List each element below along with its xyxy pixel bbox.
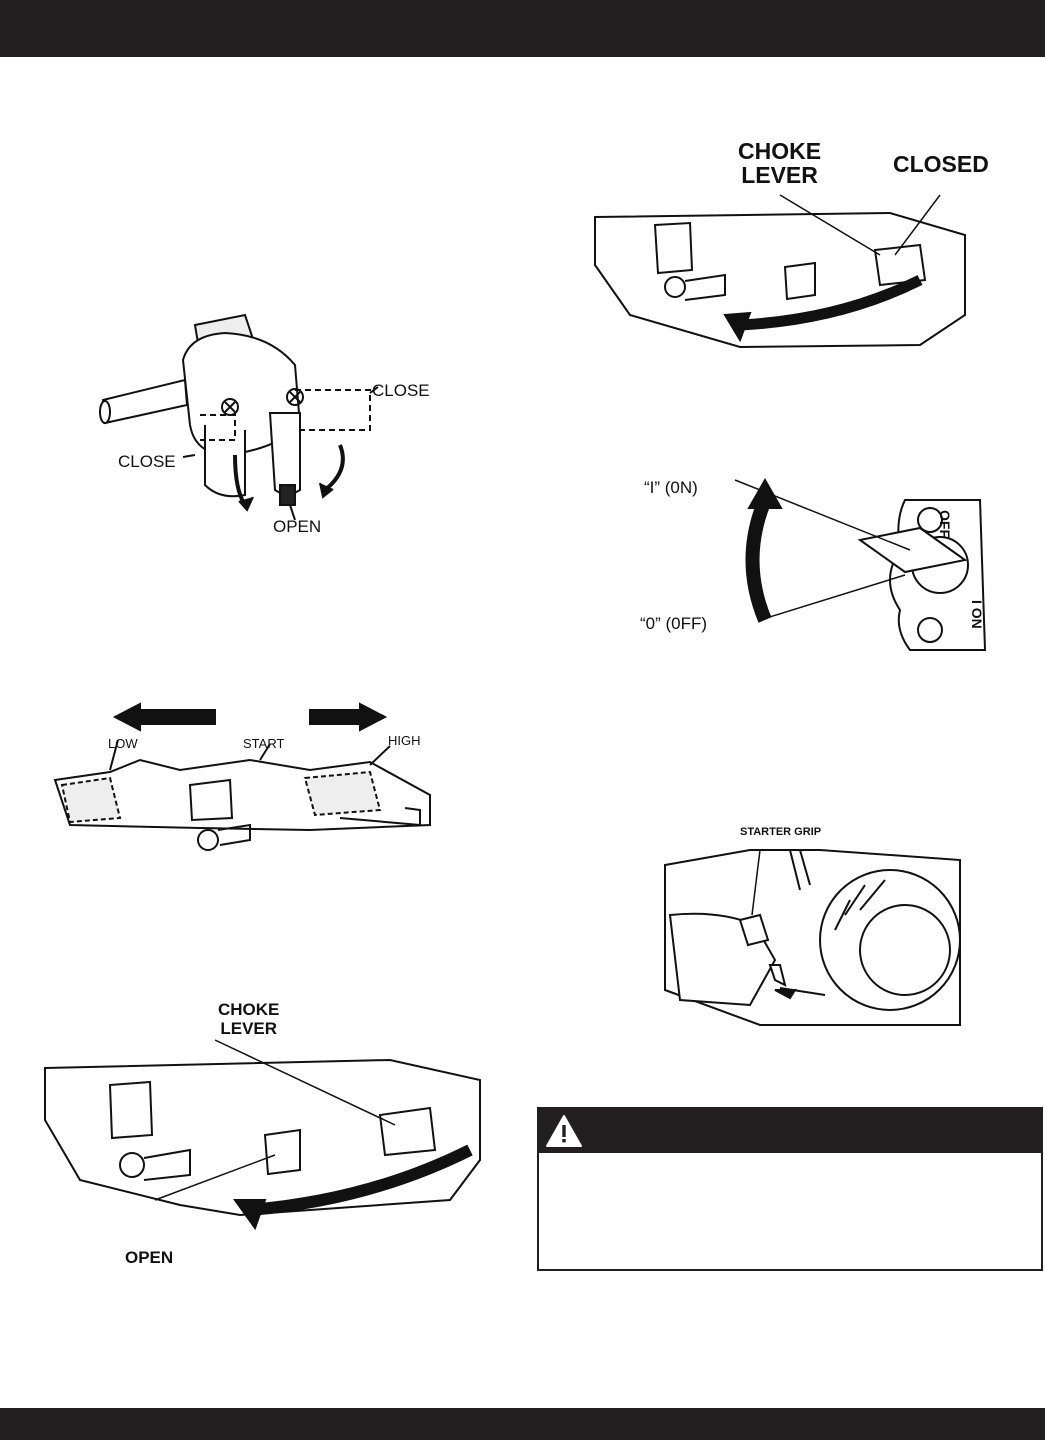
- engine-switch-figure: [734, 477, 987, 651]
- engine-switch-on-label: “I” (0N): [644, 478, 698, 497]
- throttle-start-label: START: [243, 736, 285, 751]
- throttle-lever-figure: [53, 702, 431, 851]
- starter-grip-figure: [664, 849, 961, 1026]
- choke-closed-closed-label: CLOSED: [893, 151, 989, 177]
- engine-switch-plate-off: OFF: [937, 510, 953, 538]
- engine-switch-plate-on: I ON: [969, 600, 985, 629]
- warning-header: [539, 1109, 1041, 1153]
- choke-open-open-label: OPEN: [125, 1248, 174, 1267]
- choke-open-figure: [44, 1039, 481, 1231]
- warning-triangle-icon: [546, 1115, 582, 1147]
- throttle-low-label: LOW: [108, 736, 138, 751]
- choke-closed-lever-label: CHOKE LEVER: [738, 138, 822, 188]
- header-bar: [0, 0, 1045, 57]
- choke-closed-figure: [594, 194, 966, 349]
- starter-grip-label: STARTER GRIP: [740, 826, 822, 838]
- engine-switch-off-label: “0” (0FF): [640, 614, 708, 633]
- choke-open-lever-label: CHOKE LEVER: [218, 1000, 280, 1038]
- fuel-valve-figure: [99, 313, 379, 521]
- warning-box: [537, 1107, 1043, 1271]
- fuel-valve-open-label: OPEN: [273, 517, 322, 536]
- footer-bar: [0, 1408, 1045, 1440]
- fuel-valve-close-label-left: CLOSE: [118, 452, 176, 471]
- throttle-high-label: HIGH: [388, 733, 421, 748]
- fuel-valve-close-label-right: CLOSE: [372, 381, 430, 400]
